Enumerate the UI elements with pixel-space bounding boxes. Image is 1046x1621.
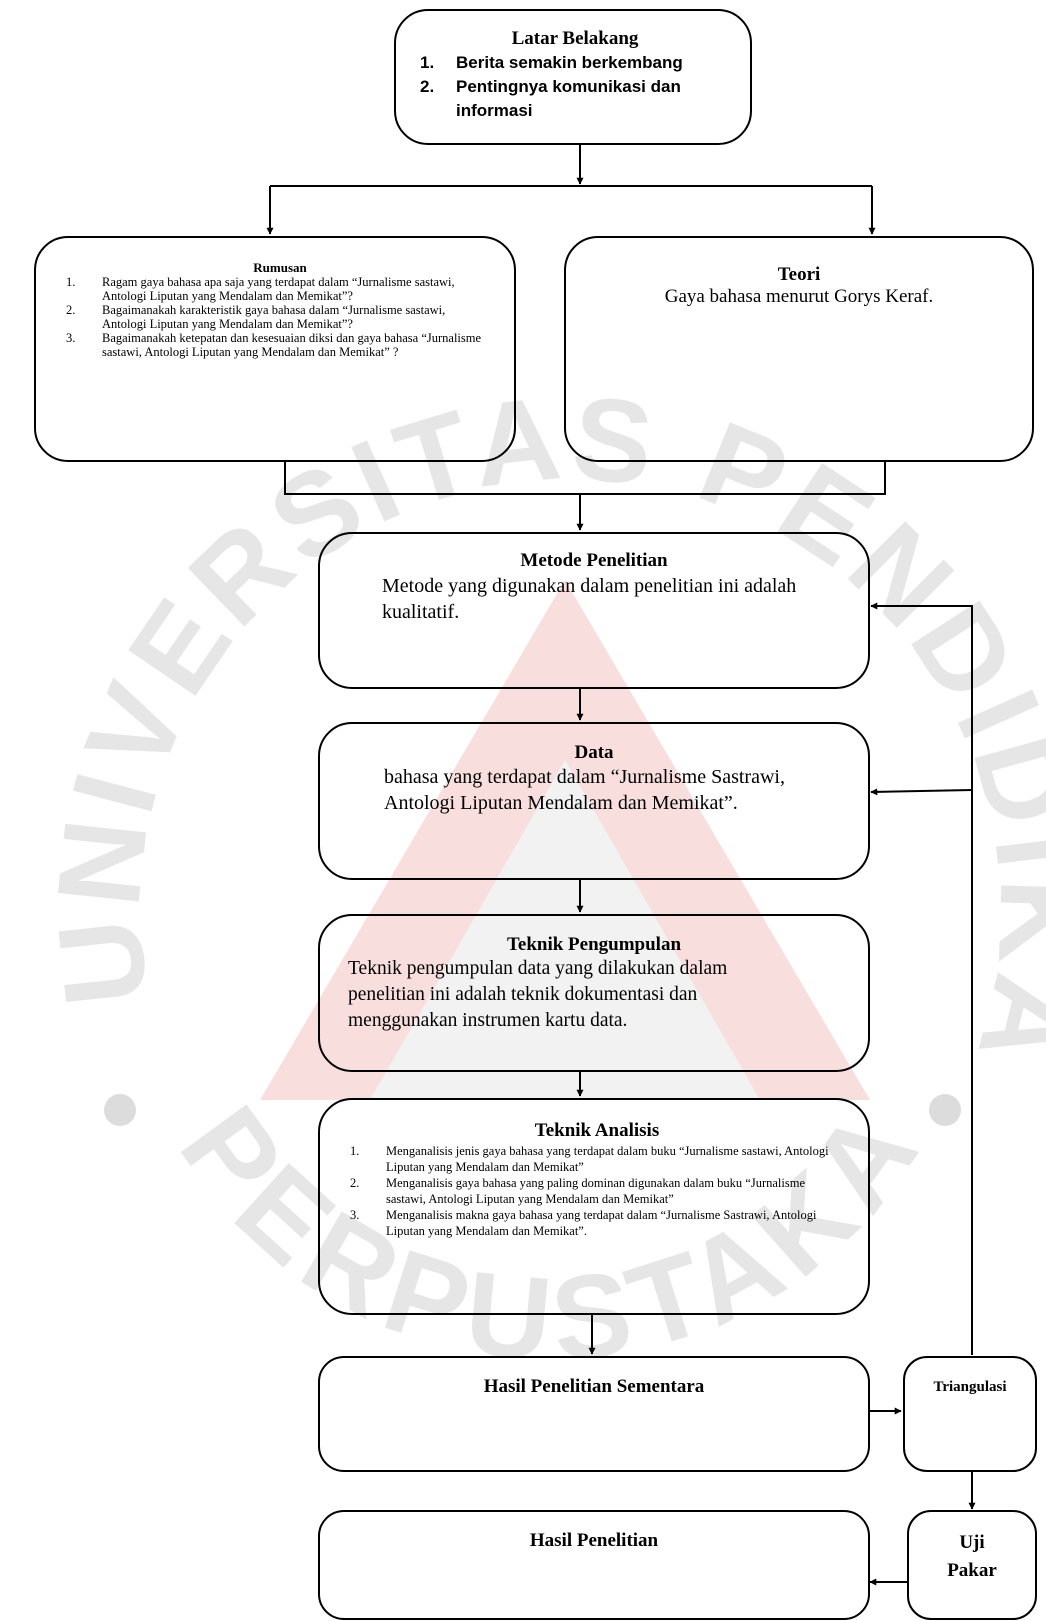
hasil-penelitian-title: Hasil Penelitian [529, 1530, 659, 1551]
watermark-gray-triangle [370, 760, 760, 1100]
hasil-sementara-box: Hasil Penelitian Sementara [318, 1356, 870, 1472]
data-title: Data [574, 742, 614, 763]
analisis-item-1: 1.Menganalisis jenis gaya bahasa yang te… [350, 1144, 829, 1174]
uji-pakar-box: Uji Pakar [907, 1510, 1037, 1620]
teknik-analisis-title: Teknik Analisis [534, 1120, 660, 1141]
hasil-sementara-title: Hasil Penelitian Sementara [483, 1376, 705, 1397]
teknik-pengumpulan-box: Teknik Pengumpulan Teknik pengumpulan da… [318, 914, 870, 1072]
metode-penelitian-box: Metode Penelitian Metode yang digunakan … [318, 532, 870, 689]
rumusan-item-2: 2.Bagaimanakah karakteristik gaya bahasa… [66, 303, 446, 331]
latar-item-2: 2.Pentingnya komunikasi dan informasi [420, 77, 681, 120]
data-box: Data bahasa yang terdapat dalam “Jurnali… [318, 722, 870, 880]
teknik-pengumpulan-text: Teknik pengumpulan data yang dilakukan d… [348, 958, 728, 1031]
watermark-dot-right [929, 1094, 961, 1126]
feedback-arrow-data [870, 788, 973, 796]
triangulasi-title: Triangulasi [933, 1379, 1007, 1395]
analisis-item-2: 2.Menganalisis gaya bahasa yang paling d… [350, 1176, 805, 1206]
teori-text: Gaya bahasa menurut Gorys Keraf. [664, 286, 934, 307]
latar-belakang-title: Latar Belakang [511, 28, 639, 49]
teknik-pengumpulan-title: Teknik Pengumpulan [506, 934, 682, 955]
analisis-item-3: 3.Menganalisis makna gaya bahasa yang te… [350, 1208, 817, 1238]
rumusan-item-1: 1.Ragam gaya bahasa apa saja yang terdap… [66, 275, 455, 303]
teori-title: Teori [777, 264, 821, 285]
teknik-analisis-box: Teknik Analisis 1.Menganalisis jenis gay… [318, 1098, 870, 1315]
feedback-line [870, 602, 973, 1355]
latar-item-1: 1.Berita semakin berkembang [420, 53, 683, 72]
hasil-penelitian-box: Hasil Penelitian [318, 1510, 870, 1620]
rumusan-box: Rumusan 1.Ragam gaya bahasa apa saja yan… [34, 236, 516, 462]
triangulasi-box: Triangulasi [903, 1356, 1037, 1472]
rumusan-title: Rumusan [253, 260, 307, 275]
uji-pakar-line1: Uji [959, 1532, 985, 1553]
teori-box: Teori Gaya bahasa menurut Gorys Keraf. [564, 236, 1034, 462]
data-text: bahasa yang terdapat dalam “Jurnalisme S… [384, 766, 785, 814]
watermark-dot-left [104, 1094, 136, 1126]
metode-penelitian-title: Metode Penelitian [520, 550, 668, 571]
latar-belakang-box: Latar Belakang 1.Berita semakin berkemba… [394, 9, 752, 145]
uji-pakar-line2: Pakar [947, 1560, 997, 1581]
merge-bracket [284, 462, 886, 495]
rumusan-item-3: 3.Bagaimanakah ketepatan dan kesesuaian … [66, 331, 482, 359]
metode-penelitian-text: Metode yang digunakan dalam penelitian i… [382, 575, 797, 623]
